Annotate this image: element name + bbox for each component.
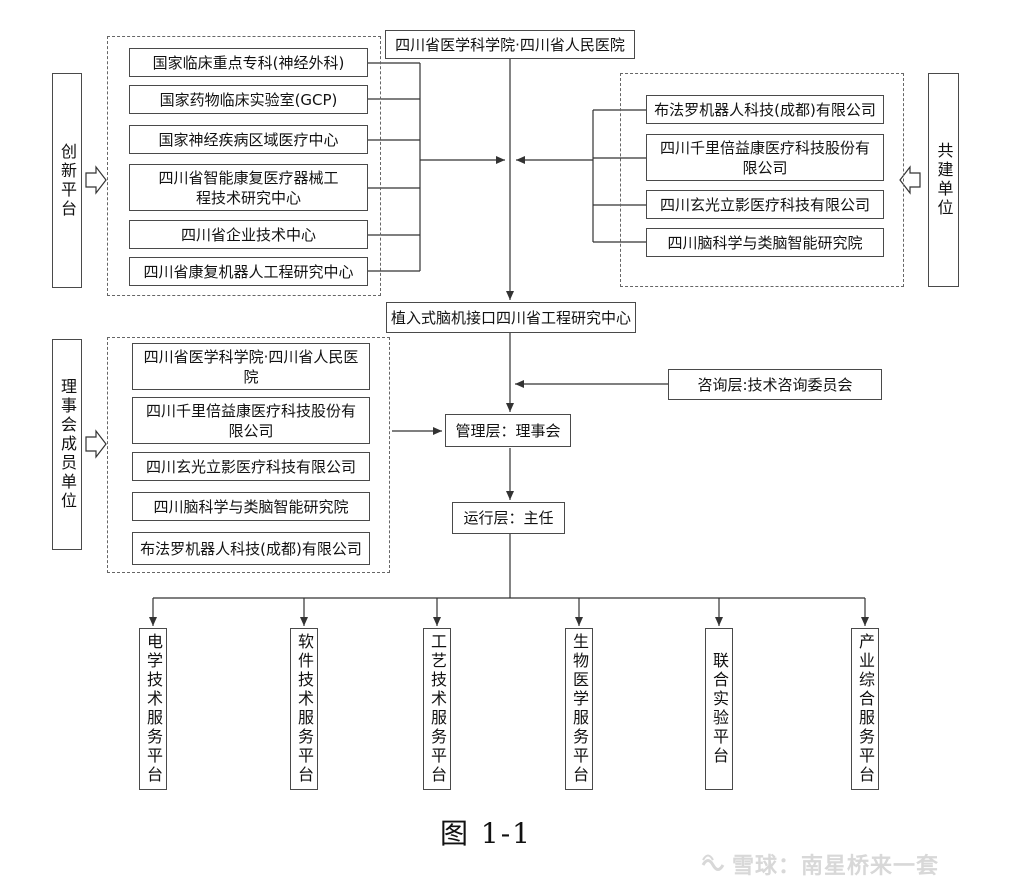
innovation-item: 四川省康复机器人工程研究中心 bbox=[129, 257, 368, 286]
council-member-item-label: 四川千里倍益康医疗科技股份有限公司 bbox=[145, 401, 356, 440]
platform-label: 工艺技术服务平台 bbox=[428, 633, 447, 785]
innovation-item: 四川省智能康复医疗器械工程技术研究中心 bbox=[129, 164, 368, 211]
co-builders-label-box: 共建单位 bbox=[928, 73, 959, 287]
center-label: 植入式脑机接口四川省工程研究中心 bbox=[391, 308, 632, 327]
platform-box: 产业综合服务平台 bbox=[851, 628, 879, 790]
co-builders-label: 共建单位 bbox=[934, 142, 954, 218]
advisory-label: 咨询层:技术咨询委员会 bbox=[697, 375, 853, 394]
council-member-item-label: 四川省医学科学院·四川省人民医院 bbox=[143, 347, 359, 386]
management-box: 管理层：理事会 bbox=[445, 414, 571, 447]
co-builder-item-label: 布法罗机器人科技(成都)有限公司 bbox=[654, 100, 876, 119]
co-builder-item: 四川玄光立影医疗科技有限公司 bbox=[646, 190, 884, 219]
co-builder-item-label: 四川千里倍益康医疗科技股份有限公司 bbox=[659, 138, 870, 177]
snowball-logo-icon bbox=[701, 854, 725, 871]
management-label: 管理层：理事会 bbox=[455, 421, 561, 440]
center-box: 植入式脑机接口四川省工程研究中心 bbox=[386, 302, 636, 333]
council-member-item: 四川省医学科学院·四川省人民医院 bbox=[132, 343, 370, 390]
innovation-platform-group bbox=[107, 36, 381, 296]
co-builder-item: 布法罗机器人科技(成都)有限公司 bbox=[646, 95, 884, 124]
council-member-item: 四川玄光立影医疗科技有限公司 bbox=[132, 452, 370, 481]
platform-label: 软件技术服务平台 bbox=[295, 633, 314, 785]
figure-caption: 图 1-1 bbox=[440, 817, 532, 850]
council-member-item: 四川千里倍益康医疗科技股份有限公司 bbox=[132, 397, 370, 444]
co-builder-item: 四川千里倍益康医疗科技股份有限公司 bbox=[646, 134, 884, 181]
innovation-item: 国家神经疾病区域医疗中心 bbox=[129, 125, 368, 154]
innovation-item: 国家药物临床实验室(GCP) bbox=[129, 85, 368, 114]
innovation-platform-label-box: 创新平台 bbox=[52, 73, 82, 288]
operation-box: 运行层：主任 bbox=[452, 502, 565, 534]
co-builders-group bbox=[620, 73, 904, 287]
platform-label: 产业综合服务平台 bbox=[856, 633, 875, 785]
advisory-box: 咨询层:技术咨询委员会 bbox=[668, 369, 882, 400]
innovation-item-label: 国家神经疾病区域医疗中心 bbox=[158, 130, 339, 149]
co-builder-item-label: 四川玄光立影医疗科技有限公司 bbox=[659, 195, 870, 214]
operation-label: 运行层：主任 bbox=[463, 509, 554, 527]
innovation-item: 四川省企业技术中心 bbox=[129, 220, 368, 249]
innovation-item-label: 国家临床重点专科(神经外科) bbox=[152, 53, 345, 72]
watermark: 雪球：南星桥来一套 bbox=[700, 848, 939, 880]
platform-box: 软件技术服务平台 bbox=[290, 628, 318, 790]
council-member-item: 布法罗机器人科技(成都)有限公司 bbox=[132, 532, 370, 565]
council-members-label: 理事会成员单位 bbox=[58, 378, 77, 511]
top-unit-box: 四川省医学科学院·四川省人民医院 bbox=[385, 30, 635, 59]
innovation-item-label: 四川省康复机器人工程研究中心 bbox=[143, 262, 354, 281]
watermark-text: 雪球：南星桥来一套 bbox=[732, 854, 940, 879]
council-member-item: 四川脑科学与类脑智能研究院 bbox=[132, 492, 370, 521]
council-members-label-box: 理事会成员单位 bbox=[52, 339, 82, 550]
co-builder-item: 四川脑科学与类脑智能研究院 bbox=[646, 228, 884, 257]
platform-box: 电学技术服务平台 bbox=[139, 628, 167, 790]
platform-label: 联合实验平台 bbox=[710, 652, 729, 766]
innovation-item-label: 国家药物临床实验室(GCP) bbox=[159, 90, 338, 109]
platform-label: 电学技术服务平台 bbox=[144, 633, 163, 785]
innovation-item: 国家临床重点专科(神经外科) bbox=[129, 48, 368, 77]
innovation-item-label: 四川省企业技术中心 bbox=[180, 225, 316, 244]
platform-label: 生物医学服务平台 bbox=[570, 633, 589, 785]
top-unit-label: 四川省医学科学院·四川省人民医院 bbox=[395, 35, 625, 54]
council-members-group bbox=[107, 337, 390, 573]
platform-box: 生物医学服务平台 bbox=[565, 628, 593, 790]
platform-box: 工艺技术服务平台 bbox=[423, 628, 451, 790]
council-member-item-label: 四川玄光立影医疗科技有限公司 bbox=[145, 457, 356, 476]
innovation-platform-label: 创新平台 bbox=[58, 142, 77, 219]
council-member-item-label: 布法罗机器人科技(成都)有限公司 bbox=[140, 539, 362, 558]
co-builder-item-label: 四川脑科学与类脑智能研究院 bbox=[667, 233, 863, 252]
platform-box: 联合实验平台 bbox=[705, 628, 733, 790]
council-member-item-label: 四川脑科学与类脑智能研究院 bbox=[153, 497, 349, 516]
innovation-item-label: 四川省智能康复医疗器械工程技术研究中心 bbox=[158, 168, 339, 207]
